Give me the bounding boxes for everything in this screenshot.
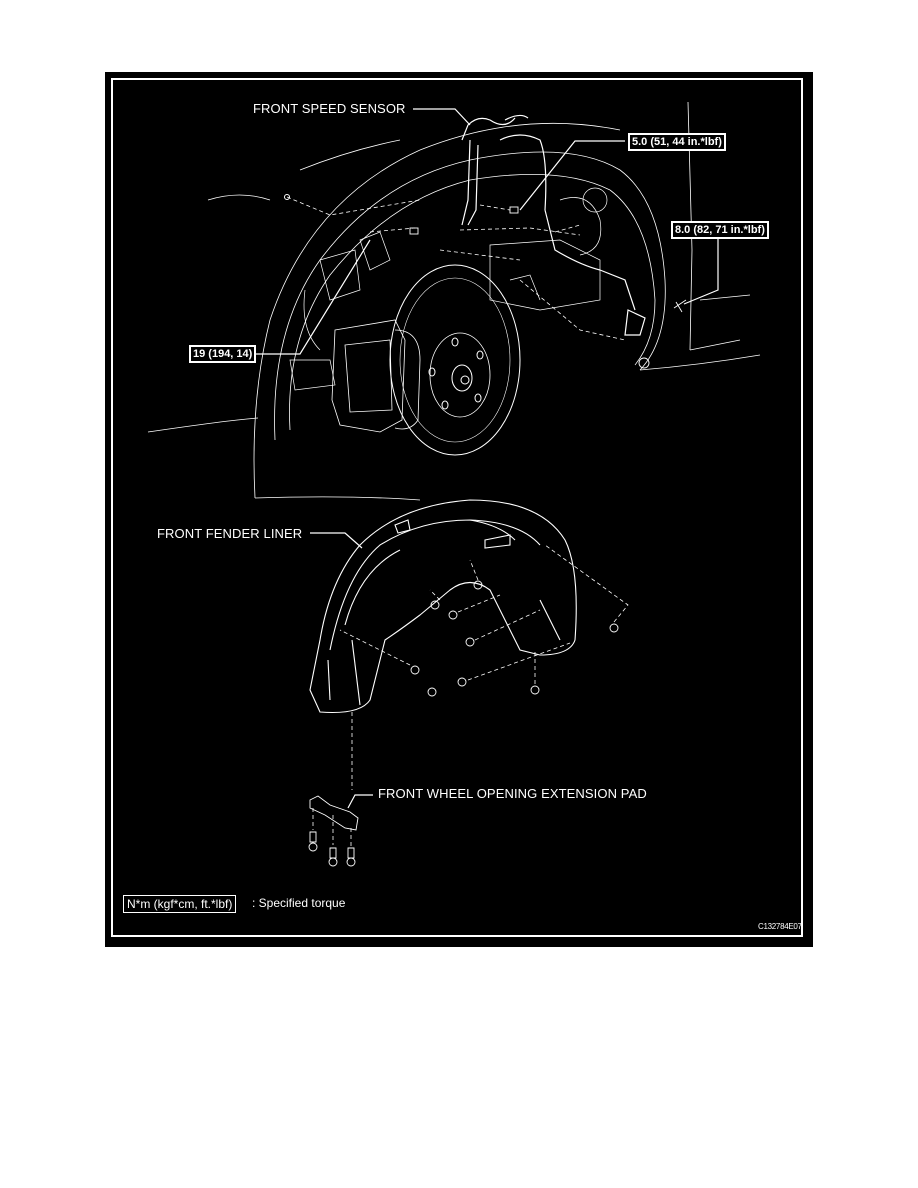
pad-fasteners	[308, 831, 356, 867]
torque-legend-description: : Specified torque	[252, 896, 346, 910]
alignment-lines-upper	[286, 196, 626, 341]
torque-spec-caliper-bolt: 19 (194, 14)	[189, 345, 257, 363]
figure-code: C132784E07	[758, 922, 802, 931]
label-front-speed-sensor: FRONT SPEED SENSOR	[253, 101, 406, 116]
diagram-frame	[105, 72, 813, 947]
label-front-wheel-opening-extension-pad: FRONT WHEEL OPENING EXTENSION PAD	[378, 786, 647, 801]
alignment-lines-lower	[339, 544, 629, 790]
hole-marker	[284, 194, 290, 200]
fasteners-upper	[409, 206, 687, 369]
extension-pad	[309, 795, 359, 831]
pad-fastener-lines	[312, 808, 352, 848]
diagram-border	[111, 78, 803, 937]
liner-fasteners	[410, 580, 619, 697]
brake-rotor	[389, 264, 521, 456]
torque-spec-liner-clip: 8.0 (82, 71 in.*lbf)	[671, 221, 769, 239]
torque-spec-sensor-bolt: 5.0 (51, 44 in.*lbf)	[628, 133, 726, 151]
speed-sensor-harness	[461, 114, 646, 336]
fender-liner	[309, 499, 577, 714]
suspension	[289, 187, 608, 391]
label-front-fender-liner: FRONT FENDER LINER	[157, 526, 303, 541]
brake-caliper	[331, 319, 421, 433]
wheel-arch	[274, 151, 666, 441]
body-outline	[147, 101, 761, 501]
leader-lines	[249, 108, 719, 809]
torque-unit-legend-box: N*m (kgf*cm, ft.*lbf)	[123, 895, 237, 913]
